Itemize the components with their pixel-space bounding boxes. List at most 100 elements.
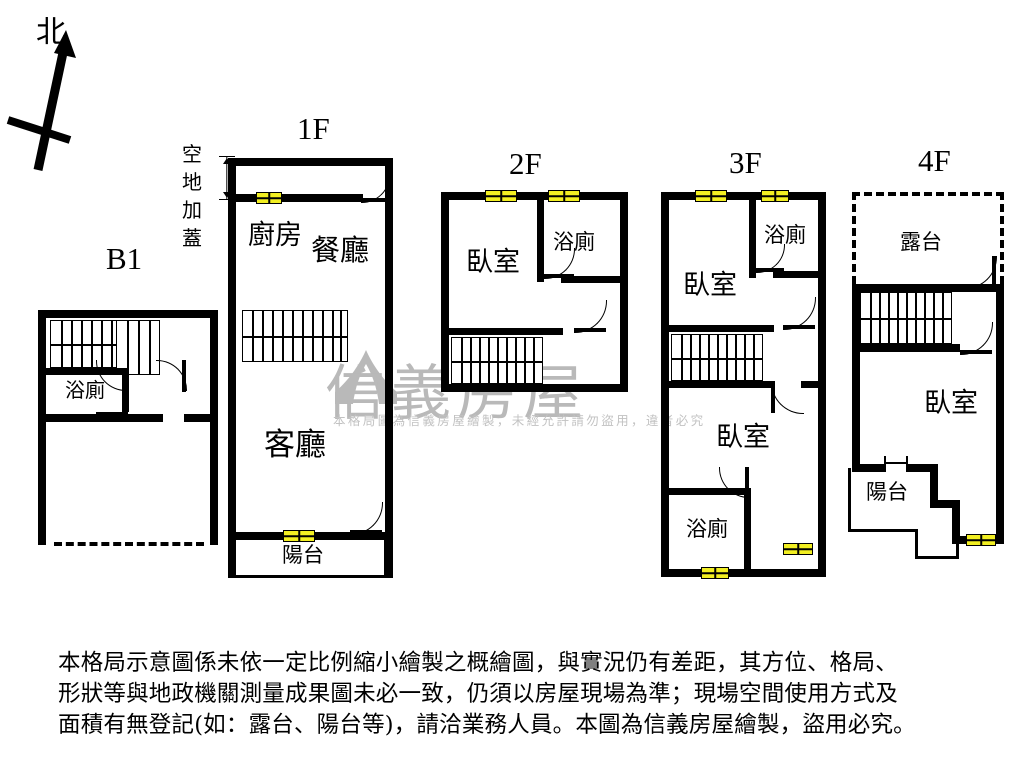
3f-wall-top — [661, 192, 826, 200]
3f-wall-bottom — [661, 569, 826, 577]
dimension-arrow-vacant-land — [219, 156, 235, 200]
3f-room-label-bedroom-upper: 臥室 — [683, 270, 737, 301]
4f-terrace-boundary-left — [852, 192, 856, 284]
2f-stairs — [451, 337, 543, 384]
4f-balcony-rail-right — [956, 512, 959, 559]
4f-balcony-wall-top-right — [906, 464, 938, 472]
3f-stairs — [671, 334, 763, 381]
b1-wall-left — [38, 310, 46, 545]
compass-label: 北 — [36, 15, 66, 50]
4f-wall-stair-bottom — [852, 344, 960, 352]
3f-window-bedroom-lower — [783, 543, 813, 555]
floor-title-2f: 2F — [509, 146, 542, 181]
4f-room-label-balcony: 陽台 — [866, 480, 908, 504]
3f-door-bathroom-upper — [756, 244, 785, 273]
floor-title-1f: 1F — [297, 111, 330, 146]
floor-plan-2f: 臥室 浴廁 — [441, 190, 628, 392]
4f-balcony-rail-bottom — [848, 529, 918, 532]
3f-window-bathroom-lower — [701, 567, 729, 579]
1f-balcony-wall-bottom — [232, 575, 387, 578]
floor-plan-4f: 露台 臥室 — [848, 192, 1004, 559]
b1-wall-mid — [38, 414, 163, 422]
b1-stairs-landing — [116, 320, 160, 375]
b1-bath-wall-top — [46, 368, 129, 375]
3f-wall-hall-lower-right — [801, 381, 818, 388]
3f-room-label-bathroom-lower: 浴廁 — [686, 517, 728, 541]
disclaimer-text: 本格局示意圖係未依一定比例縮小繪製之概繪圖，與實況仍有差距，其方位、格局、 形狀… — [58, 648, 998, 741]
1f-balcony-wall-right — [384, 540, 387, 578]
1f-balcony-wall-left — [232, 540, 235, 578]
4f-balcony-wall-top-left — [852, 464, 886, 472]
compass-group: 北 — [0, 0, 110, 190]
4f-window-balcony — [966, 534, 996, 546]
north-arrow-icon — [6, 30, 76, 171]
floor-plan-1f: 廚房 餐廳 客廳 陽台 — [228, 158, 393, 578]
4f-balcony-tick-span — [886, 462, 906, 464]
4f-balcony-rail-step-v — [915, 529, 918, 559]
2f-window-bedroom — [485, 190, 517, 202]
2f-room-label-bedroom: 臥室 — [466, 247, 520, 278]
4f-balcony-tick-right — [906, 456, 908, 470]
2f-room-label-bathroom: 浴廁 — [553, 230, 595, 254]
disclaimer-line-1: 本格局示意圖係未依一定比例縮小繪製之概繪圖，與實況仍有差距，其方位、格局、 — [58, 650, 898, 676]
3f-window-bedroom-upper — [695, 190, 727, 202]
4f-terrace-boundary-top — [852, 192, 1004, 196]
4f-balcony-rail-left — [848, 468, 851, 532]
b1-room-label-bathroom: 浴廁 — [65, 378, 105, 402]
1f-room-label-living: 客廳 — [264, 427, 326, 463]
4f-terrace-boundary-right — [1000, 192, 1004, 284]
disclaimer-line-3: 面積有無登記(如：露台、陽台等)，請洽業務人員。本圖為信義房屋繪製，盜用必究。 — [58, 712, 916, 738]
b1-wall-mid-right — [184, 414, 210, 422]
2f-wall-hall — [441, 328, 563, 335]
floor-plan-3f: 臥室 浴廁 臥室 浴廁 — [661, 190, 826, 579]
b1-door-bathroom — [96, 360, 128, 418]
3f-door-bedroom-upper — [783, 297, 816, 330]
4f-wall-top — [852, 284, 1004, 292]
1f-room-label-dining: 餐廳 — [311, 233, 370, 267]
4f-door-terrace — [964, 256, 997, 289]
3f-wall-hall-upper — [661, 325, 774, 332]
floor-title-3f: 3F — [729, 145, 762, 180]
3f-bath-lower-wall-right — [744, 488, 751, 569]
2f-window-bathroom — [548, 190, 580, 202]
b1-open-boundary — [54, 542, 204, 546]
4f-balcony-tick-left — [884, 456, 886, 470]
1f-room-label-kitchen: 廚房 — [248, 220, 302, 251]
2f-door-bedroom — [574, 300, 607, 333]
4f-door-bedroom — [960, 322, 993, 355]
b1-wall-right — [210, 310, 218, 545]
1f-wall-interior-top — [228, 194, 363, 202]
2f-wall-bottom — [441, 384, 628, 392]
1f-door-rear — [361, 174, 390, 203]
2f-wall-right — [620, 192, 628, 392]
3f-bath-upper-wall-left — [749, 192, 756, 278]
2f-wall-left — [441, 192, 449, 392]
b1-wall-top — [38, 310, 218, 318]
1f-stairs — [242, 310, 348, 362]
3f-bath-lower-wall-top — [661, 488, 751, 495]
1f-door-balcony — [350, 502, 383, 535]
2f-bath-wall-left — [537, 192, 544, 282]
4f-room-label-bedroom: 臥室 — [924, 388, 978, 419]
1f-window-kitchen — [256, 192, 282, 204]
2f-wall-top — [441, 192, 628, 200]
4f-balcony-wall-step-h — [930, 500, 960, 508]
4f-room-label-terrace: 露台 — [900, 230, 942, 254]
3f-room-label-bedroom-lower: 臥室 — [716, 422, 770, 453]
1f-room-label-balcony: 陽台 — [282, 543, 324, 567]
disclaimer-line-2: 形狀等與地政機關測量成果圖未必一致，仍須以房屋現場為準；現場空間使用方式及 — [58, 681, 898, 707]
3f-door-bedroom-lower — [771, 381, 804, 414]
1f-wall-left — [228, 158, 236, 578]
2f-bath-wall-bottom — [561, 276, 620, 283]
1f-window-balcony — [283, 530, 315, 542]
1f-wall-top — [228, 158, 393, 166]
floor-plan-b1: 浴廁 — [38, 310, 218, 546]
4f-wall-right — [996, 284, 1004, 544]
floor-title-4f: 4F — [918, 143, 951, 178]
4f-balcony-wall-step-v — [930, 464, 938, 508]
4f-balcony-rail-step-h — [915, 556, 959, 559]
annotation-vacant-land-cover: 空地加蓋 — [182, 140, 212, 280]
3f-room-label-bathroom-upper: 浴廁 — [764, 223, 806, 247]
floor-title-b1: B1 — [106, 241, 143, 276]
